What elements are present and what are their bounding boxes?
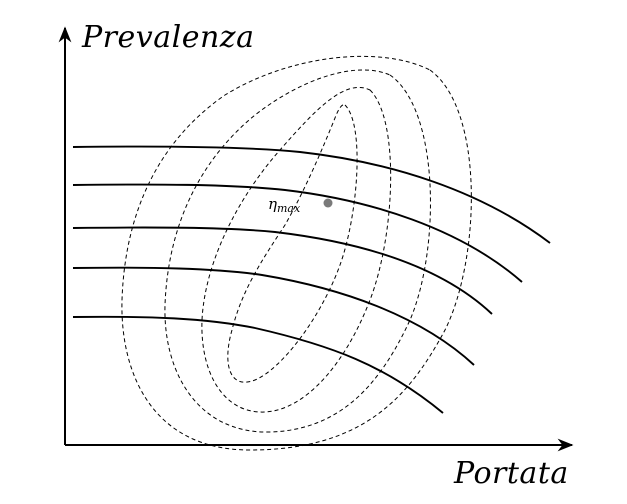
efficiency-contour-2 [164, 69, 431, 433]
head-curve-3 [72, 226, 493, 315]
head-curve-2 [72, 183, 523, 283]
efficiency-contours [121, 55, 472, 451]
eta-subscript: max [277, 202, 301, 215]
efficiency-contour-inner [227, 104, 358, 383]
efficiency-contour-3 [201, 87, 392, 413]
head-curve-4 [72, 266, 475, 366]
eta-symbol: η [268, 195, 277, 213]
head-curve-1 [72, 145, 551, 244]
head-curve-5 [72, 315, 444, 414]
max-efficiency-point [323, 198, 333, 208]
head-curves [72, 145, 551, 414]
y-axis-title: Prevalenza [82, 20, 255, 55]
efficiency-contour-outer [121, 55, 472, 451]
eta-max-label: ηmax [268, 195, 300, 215]
x-axis-title: Portata [454, 456, 569, 491]
